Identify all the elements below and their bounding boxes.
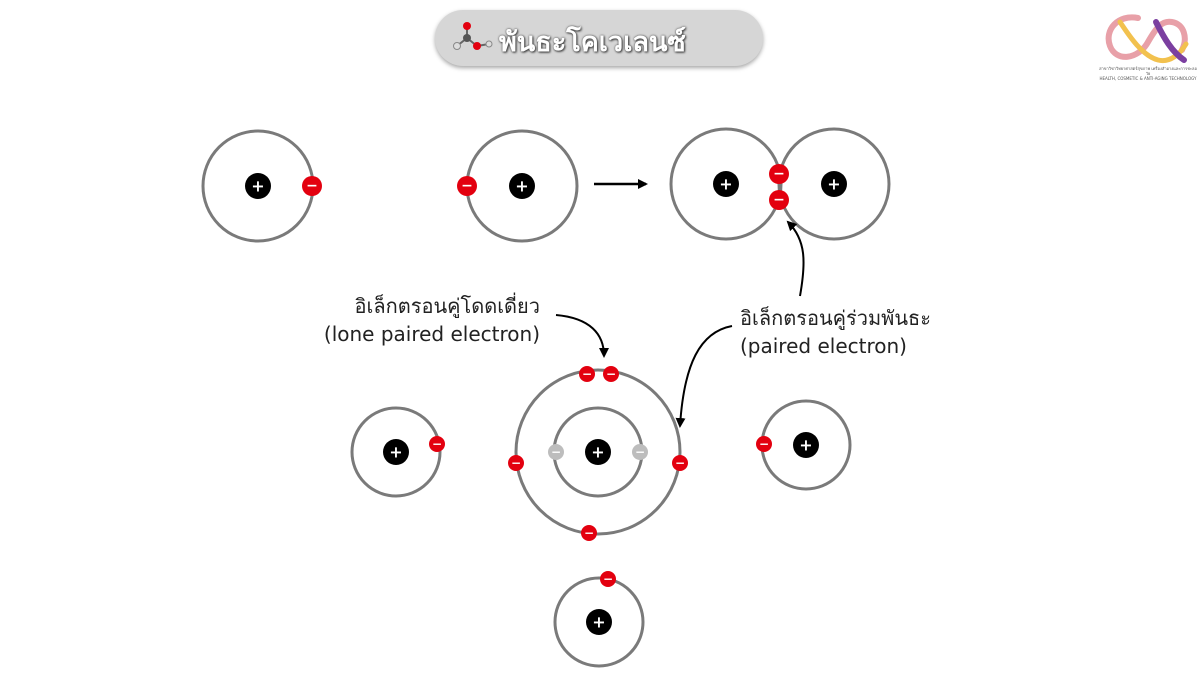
shared-pair-label-thai: อิเล็กตรอนคู่ร่วมพันธะ [740, 306, 931, 330]
logo-caption: สาขาวิชาวิทยาศาสตร์สุขภาพ เครื่องสำอางแล… [1098, 66, 1198, 81]
lone-pair-label-english: (lone paired electron) [323, 322, 540, 346]
nucleus-plus-sign: + [515, 177, 528, 196]
electron-shell [350, 406, 442, 498]
molecule-icon [453, 22, 493, 50]
logo-caption-thai: สาขาวิชาวิทยาศาสตร์สุขภาพ เครื่องสำอางแล… [1099, 66, 1197, 76]
nucleus [585, 439, 611, 465]
title-banner: พันธะโคเวเลนซ์ [435, 10, 763, 66]
nucleus-plus-sign: + [592, 613, 605, 632]
electron-minus-sign: − [432, 437, 442, 451]
electron-minus-sign: − [511, 456, 521, 470]
lone-electron [579, 366, 595, 382]
nucleus-plus-sign: + [719, 175, 732, 194]
pointer-arrow-lone [555, 314, 609, 358]
atom-bottom-left: + − [350, 406, 445, 498]
electron-minus-sign: − [759, 437, 769, 451]
nucleus [793, 432, 819, 458]
pointer-arrow-top [786, 220, 805, 297]
electron-minus-sign: − [675, 456, 685, 470]
alpha-ribbon-logo [1105, 14, 1189, 64]
electron-shell [514, 368, 682, 536]
electron-minus-sign: − [461, 178, 473, 194]
electron-minus-sign: − [773, 192, 785, 208]
nucleus-plus-sign: + [591, 443, 604, 462]
lone-pair-label-thai: อิเล็กตรอนคู่โดดเดี่ยว [354, 294, 541, 318]
pointer-arrow-shared [675, 325, 733, 428]
page-title: พันธะโคเวเลนซ์ [499, 27, 686, 58]
nucleus-plus-sign: + [251, 177, 264, 196]
atom-central: + − − − − − − − [508, 366, 688, 541]
nucleus [821, 171, 847, 197]
nucleus-plus-sign: + [389, 443, 402, 462]
electron [457, 176, 477, 196]
shared-pair-label: อิเล็กตรอนคู่ร่วมพันธะ (paired electron) [740, 304, 931, 360]
logo-caption-english: HEALTH, COSMETIC & ANTI-AGING TECHNOLOGY [1099, 76, 1197, 81]
electron-minus-sign: − [551, 445, 561, 459]
molecule-bonded-pair: + + − − [669, 127, 891, 241]
valence-electron [508, 455, 524, 471]
electron-minus-sign: − [306, 178, 318, 194]
electron-minus-sign: − [635, 445, 645, 459]
shared-electron [769, 164, 789, 184]
nucleus [586, 609, 612, 635]
lone-electron [603, 366, 619, 382]
lone-pair-label: อิเล็กตรอนคู่โดดเดี่ยว (lone paired elec… [324, 292, 540, 348]
nucleus [713, 171, 739, 197]
electron-shell [553, 576, 645, 668]
nucleus [509, 173, 535, 199]
nucleus-plus-sign: + [827, 175, 840, 194]
nucleus [383, 439, 409, 465]
electron-minus-sign: − [584, 526, 594, 540]
atom-top-middle: + − [457, 129, 579, 243]
valence-electron [581, 525, 597, 541]
atom-top-left: + − [201, 129, 322, 243]
electron [756, 436, 772, 452]
nucleus-plus-sign: + [799, 436, 812, 455]
electron-minus-sign: − [582, 367, 592, 381]
electron [429, 436, 445, 452]
nucleus [245, 173, 271, 199]
atom-bottom-lower: + − [553, 571, 645, 668]
shared-pair-label-english: (paired electron) [740, 334, 907, 358]
inner-electron [632, 444, 648, 460]
shared-electron [769, 190, 789, 210]
electron-minus-sign: − [773, 166, 785, 182]
electron-shell [669, 127, 783, 241]
inner-electron [548, 444, 564, 460]
electron-minus-sign: − [606, 367, 616, 381]
electron [302, 176, 322, 196]
electron [600, 571, 616, 587]
electron-minus-sign: − [603, 572, 613, 586]
atom-bottom-right: + − [756, 399, 852, 491]
valence-electron [672, 455, 688, 471]
